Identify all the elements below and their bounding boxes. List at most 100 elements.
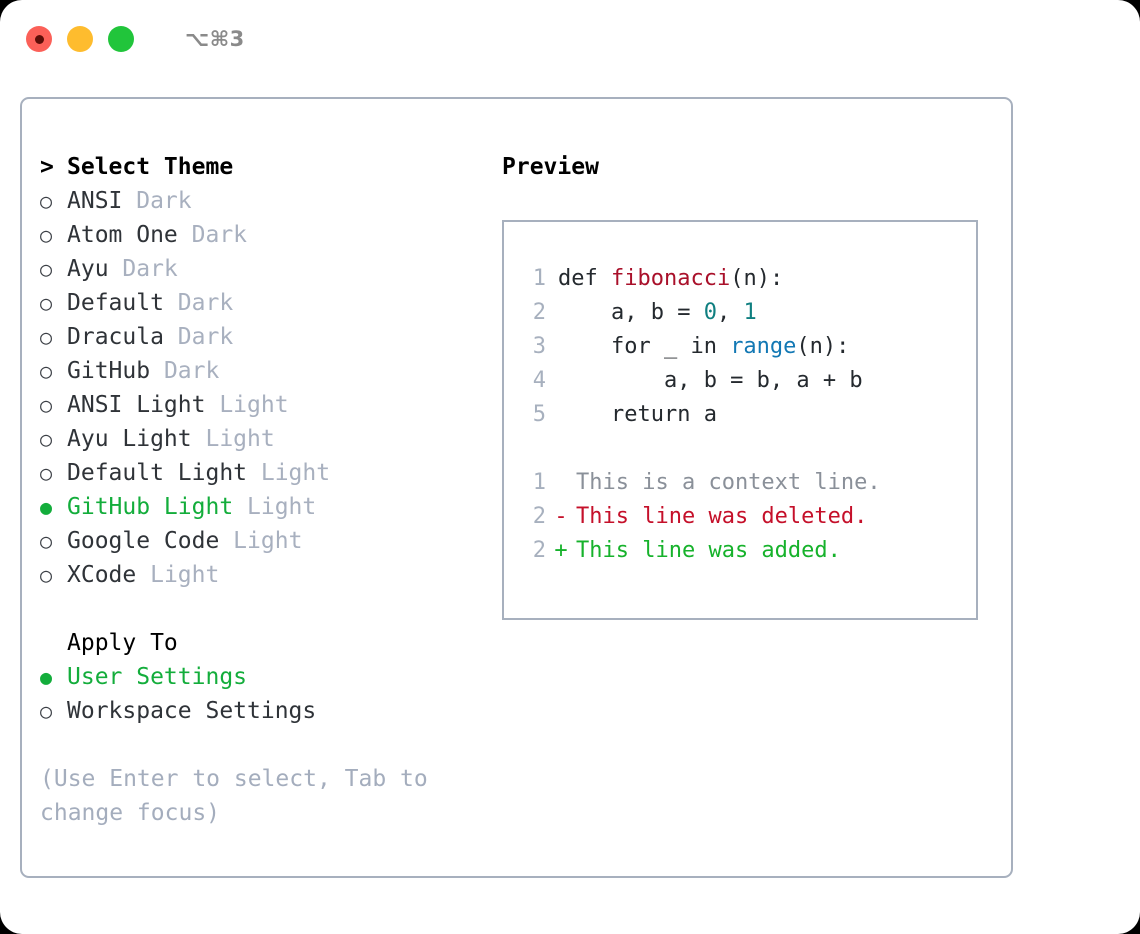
diff-line: 2-This line was deleted.: [504, 500, 976, 534]
radio-selected-icon: ●: [40, 665, 53, 689]
theme-option-label: Google Code: [67, 528, 220, 554]
theme-option-label: Default: [67, 290, 164, 316]
theme-option[interactable]: ○Default Light Light: [40, 456, 480, 490]
code-token: return a: [558, 402, 717, 427]
code-token: for _ in: [558, 334, 731, 359]
theme-option[interactable]: ○ Ayu Dark: [40, 252, 480, 286]
theme-option[interactable]: ○Atom One Dark: [40, 218, 480, 252]
code-line-text: for _ in range(n):: [546, 330, 849, 364]
theme-option[interactable]: ○ ANSI Dark: [40, 184, 480, 218]
apply-to-option[interactable]: ○ Workspace Settings: [40, 694, 480, 728]
theme-option[interactable]: ○Default Dark: [40, 286, 480, 320]
theme-option-label: ANSI Light: [67, 392, 206, 418]
keyboard-hint-text: (Use Enter to select, Tab to change focu…: [40, 766, 442, 826]
radio-unselected-icon: ○: [40, 699, 53, 723]
theme-option-tag: Dark: [150, 358, 220, 384]
code-line: 4 a, b = b, a + b: [504, 364, 976, 398]
preview-title: Preview: [502, 154, 599, 180]
theme-option-tag: Light: [191, 426, 275, 452]
code-line-text: a, b = 0, 1: [546, 296, 757, 330]
code-token: fibonacci: [610, 266, 731, 291]
code-token: range: [730, 334, 797, 359]
code-line-text: return a: [546, 398, 717, 432]
theme-option-tag: Dark: [108, 256, 178, 282]
radio-unselected-icon: ○: [40, 223, 53, 247]
theme-option-tag: Dark: [122, 188, 192, 214]
select-theme-title: Select Theme: [67, 154, 234, 180]
theme-option-label: XCode: [67, 562, 137, 588]
focus-caret-icon: >: [40, 154, 54, 180]
apply-to-caret-placeholder: [40, 626, 67, 660]
theme-selector-column: > Select Theme ○ANSI Dark○Atom One Dark○…: [40, 150, 480, 830]
diff-marker-icon: +: [554, 538, 568, 563]
theme-option[interactable]: ●GitHub Light Light: [40, 490, 480, 524]
theme-option-list[interactable]: ○ANSI Dark○Atom One Dark○Ayu Dark○Defaul…: [40, 184, 480, 592]
diff-line-number: 1: [532, 470, 546, 495]
code-line-number: 4: [532, 368, 546, 393]
theme-option-tag: Dark: [177, 222, 248, 248]
theme-option-tag: Light: [247, 460, 331, 486]
theme-option-tag: Light: [136, 562, 220, 588]
theme-option[interactable]: ○ XCode Light: [40, 558, 480, 592]
theme-option-tag: Light: [233, 494, 317, 520]
theme-option-label: Dracula: [67, 324, 164, 350]
apply-to-option-label: User Settings: [67, 664, 248, 690]
code-line-number: 3: [532, 334, 546, 359]
code-line-number: 2: [532, 300, 546, 325]
apply-to-option[interactable]: ● User Settings: [40, 660, 480, 694]
code-token: (n):: [730, 266, 784, 291]
theme-option[interactable]: ○ ANSI Light Light: [40, 388, 480, 422]
theme-option-label: ANSI: [67, 188, 123, 214]
theme-option[interactable]: ○ Dracula Dark: [40, 320, 480, 354]
apply-to-option-list[interactable]: ● User Settings ○ Workspace Settings: [40, 660, 480, 728]
code-token: 1: [743, 300, 757, 325]
theme-option-tag: Dark: [163, 324, 234, 350]
radio-unselected-icon: ○: [40, 189, 53, 213]
code-token: a, b =: [558, 300, 704, 325]
code-line: 5 return a: [504, 398, 976, 432]
code-token: 0: [703, 300, 717, 325]
minimize-button[interactable]: [67, 26, 93, 52]
theme-option[interactable]: ○ Ayu Light Light: [40, 422, 480, 456]
code-line-number: 1: [532, 266, 546, 291]
diff-line-number: 2: [532, 504, 546, 529]
radio-unselected-icon: ○: [40, 325, 53, 349]
diff-line: 1 This is a context line.: [504, 466, 976, 500]
theme-option[interactable]: ○ Google Code Light: [40, 524, 480, 558]
theme-option-label: GitHub: [67, 358, 151, 384]
apply-to-title: Apply To: [67, 630, 178, 656]
radio-unselected-icon: ○: [40, 529, 53, 553]
radio-unselected-icon: ○: [40, 563, 53, 587]
radio-unselected-icon: ○: [40, 359, 53, 383]
title-bar: ⌥⌘3: [0, 0, 1140, 78]
radio-unselected-icon: ○: [40, 461, 53, 485]
code-token: a, b = b, a + b: [558, 368, 863, 393]
diff-line-text: This is a context line.: [576, 470, 881, 495]
maximize-button[interactable]: [108, 26, 134, 52]
apply-to-option-label: Workspace Settings: [67, 698, 317, 724]
theme-option-tag: Light: [219, 528, 303, 554]
diff-line: 2 + This line was added.: [504, 534, 976, 568]
close-button[interactable]: [26, 26, 52, 52]
code-token: def: [558, 266, 611, 291]
theme-option-label: Ayu Light: [67, 426, 192, 452]
diff-line-text: This line was added.: [576, 538, 841, 563]
radio-selected-icon: ●: [40, 495, 53, 519]
diff-line-number: 2: [532, 538, 546, 563]
theme-option[interactable]: ○ GitHub Dark: [40, 354, 480, 388]
theme-option-tag: Light: [205, 392, 289, 418]
radio-unselected-icon: ○: [40, 427, 53, 451]
code-line-number: 5: [532, 402, 546, 427]
code-line-text: a, b = b, a + b: [546, 364, 863, 398]
traffic-lights: [26, 26, 134, 52]
radio-unselected-icon: ○: [40, 393, 53, 417]
radio-unselected-icon: ○: [40, 257, 53, 281]
theme-option-label: Ayu: [67, 256, 109, 282]
keyboard-shortcut-label: ⌥⌘3: [185, 27, 245, 51]
code-line-text: def fibonacci(n):: [546, 262, 783, 296]
diff-sample: 1 This is a context line.2-This line was…: [504, 466, 976, 568]
